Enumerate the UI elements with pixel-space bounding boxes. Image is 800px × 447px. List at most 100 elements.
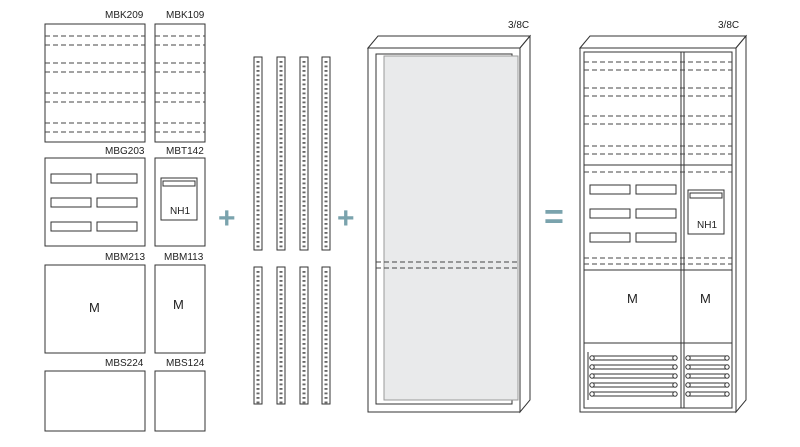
rail-hole [302,160,306,162]
rail-hole [256,383,260,386]
rail-hole [302,236,306,239]
rail-hole [256,146,260,149]
terminal-bar-end [589,391,595,397]
rail-hole [302,401,306,404]
rail-hole [324,374,328,377]
rail-hole [324,155,328,158]
mbm113-label: MBM113 [164,252,204,263]
terminal-bar-end [724,364,730,370]
mounting-rail [321,56,331,251]
rail-hole [302,289,306,291]
assembled-nh1-unit: NH1 [687,189,725,235]
rail-hole [324,325,328,327]
rail-hole [279,110,283,113]
rail-hole [256,115,260,117]
mbm213-m-label: M [89,300,100,315]
rail-hole [279,164,283,167]
rail-hole [279,289,283,291]
rail-hole [324,74,328,77]
rail-hole [324,284,328,287]
rail-hole [302,187,306,189]
rail-hole [279,370,283,372]
mounting-rail [299,56,309,251]
terminal-bar-end [672,373,678,379]
rail-hole [302,110,306,113]
rail-hole [324,298,328,300]
rail-hole [256,280,260,282]
rail-hole [256,289,260,291]
enclosure-label: 3/8C [508,20,529,31]
rail-hole [302,271,306,273]
rail-hole [302,200,306,203]
rail-hole [324,169,328,171]
terminal-bar [591,364,677,370]
rail-hole [302,329,306,332]
rail-hole [256,379,260,381]
mbs224-label: MBS224 [105,358,144,369]
rail-hole [324,334,328,336]
rail-hole [324,101,328,104]
plus-operator-2: + [337,202,355,235]
rail-hole [302,218,306,221]
rail-hole [279,133,283,135]
rail-hole [324,392,328,395]
rail-hole [256,232,260,234]
rail-hole [324,146,328,149]
rail-hole [324,205,328,207]
rail-hole [324,173,328,176]
rail-hole [279,155,283,158]
rail-hole [256,343,260,345]
rail-hole [302,155,306,158]
rail-hole [324,275,328,278]
rail-hole [279,146,283,149]
rail-hole [302,379,306,381]
rail-hole [324,361,328,363]
mbs124-module [154,370,206,432]
rail-hole [279,325,283,327]
rail-hole [256,218,260,221]
rail-hole [279,142,283,144]
rail-hole [302,65,306,68]
rail-hole [279,241,283,243]
terminal-bar [591,382,677,388]
mbt142-nh1-label: NH1 [170,206,190,217]
assembled-enclosure: NH1 M M [578,34,748,414]
rail-hole [256,275,260,278]
rail-hole [324,218,328,221]
rail-hole [324,352,328,354]
rail-hole [256,227,260,230]
rail-hole [256,187,260,189]
rail-hole [302,383,306,386]
mbk109-label: MBK109 [166,10,205,21]
rail-hole [324,293,328,296]
rail-hole [279,106,283,108]
rail-hole [324,232,328,234]
rail-hole [324,142,328,144]
rail-hole [302,214,306,216]
rail-hole [279,61,283,63]
rail-hole [302,79,306,81]
rail-hole [302,128,306,131]
rail-hole [256,128,260,131]
rail-hole [279,379,283,381]
terminal-bar-end [672,391,678,397]
rail-hole [256,316,260,318]
rail-hole [279,245,283,248]
assembled-terminal-bars [587,352,730,400]
rail-hole [302,70,306,72]
rail-hole [302,374,306,377]
rail-hole [279,352,283,354]
rail-hole [302,397,306,399]
rail-hole [302,284,306,287]
rail-hole [279,79,283,81]
rail-hole [256,302,260,305]
rail-hole [324,133,328,135]
rail-hole [324,370,328,372]
rail-hole [279,374,283,377]
rail-hole [324,178,328,180]
rail-hole [256,124,260,126]
rail-hole [302,151,306,153]
rail-hole [324,97,328,99]
rail-hole [256,223,260,225]
rail-hole [279,124,283,126]
